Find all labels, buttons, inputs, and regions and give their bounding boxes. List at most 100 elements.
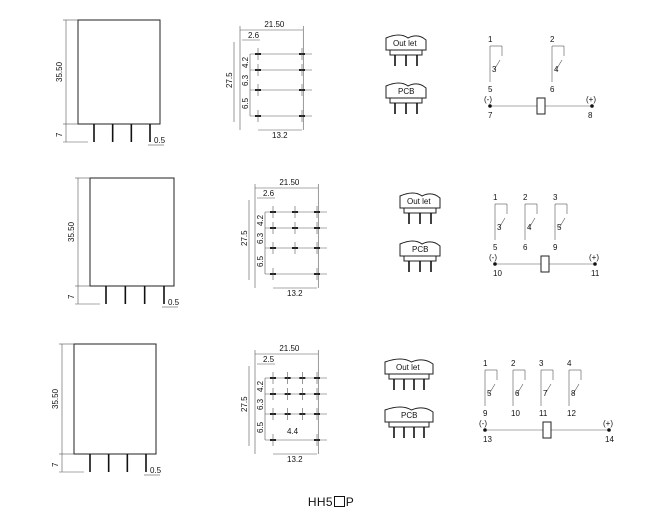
pin-width-text: 0.5 [150, 466, 162, 475]
relay-body [77, 19, 161, 125]
bottom-view: 21.502.54.26.36.527.513.24.4 [240, 344, 327, 464]
contact-blade [488, 383, 496, 395]
coil-symbol [540, 255, 550, 273]
coil-terminal-left: 13 [483, 435, 492, 444]
contact-terminal-top: 2 [550, 35, 555, 44]
height-dim-text: 35.50 [55, 61, 64, 82]
contact-terminal-mid: 5 [557, 223, 562, 232]
contact-terminal-top: 4 [567, 359, 572, 368]
contact-terminal-mid: 4 [527, 223, 532, 232]
contact-terminal-top: 3 [539, 359, 544, 368]
coil-terminal-left: 10 [493, 269, 502, 278]
coil-terminal-dot [593, 262, 597, 266]
contact-set: 135 [488, 35, 503, 94]
coil-plus-label: (+) [589, 253, 599, 262]
coil-terminal-dot [488, 104, 492, 108]
pcb-socket-label: PCB [401, 411, 417, 420]
coil-plus-label: (+) [603, 419, 613, 428]
contact-set: 2 4 6 [523, 193, 538, 252]
contact-terminal-bottom: 9 [553, 243, 558, 252]
spacing-c-text: 6.5 [241, 97, 250, 109]
pitch-center-text: 13.2 [287, 289, 303, 298]
contact-terminal-mid: 4 [554, 65, 559, 74]
outlet-socket-label: Out let [396, 363, 420, 372]
contact-blade [572, 383, 580, 395]
bottom-height-text: 27.5 [240, 396, 249, 412]
contact-terminal-mid: 8 [571, 389, 576, 398]
model-placeholder-box [333, 496, 345, 507]
contact-terminal-top: 2 [523, 193, 528, 202]
coil-symbol [542, 421, 552, 439]
outlet-socket-body [399, 192, 441, 209]
pin-length-text: 7 [55, 132, 64, 137]
pcb-socket-body [399, 240, 441, 257]
outlet-socket-body [385, 34, 427, 51]
pcb-socket-base [389, 97, 423, 104]
spacing-a-text: 4.2 [256, 214, 265, 226]
coil-terminal-right: 14 [605, 435, 614, 444]
outlet-socket-label: Out let [393, 39, 417, 48]
contact-terminal-bottom: 6 [523, 243, 528, 252]
coil-plus-label: (+) [586, 95, 596, 104]
contact-terminal-mid: 7 [543, 389, 548, 398]
outlet-socket-base [388, 373, 430, 380]
contact-terminal-mid: 6 [515, 389, 520, 398]
pin-width-text: 0.5 [154, 136, 166, 145]
relay-body [73, 343, 157, 455]
pin-length-text: 7 [51, 462, 60, 467]
relay-body [89, 177, 175, 287]
contact-terminal-top: 1 [488, 35, 493, 44]
coil-terminal-dot [590, 104, 594, 108]
contact-terminal-bottom: 5 [488, 85, 493, 94]
contact-terminal-bottom: 10 [511, 409, 520, 418]
coil-symbol [536, 97, 546, 115]
pitch-center-text: 13.2 [272, 131, 288, 140]
coil-terminal-left: 7 [488, 111, 493, 120]
width-dim-text: 21.50 [264, 20, 285, 29]
spacing-b-text: 6.3 [256, 398, 265, 410]
contact-blade [558, 217, 566, 229]
pcb-socket-body [385, 82, 427, 99]
extra-spacing-text: 4.4 [287, 427, 299, 436]
contact-blade [498, 217, 506, 229]
pcb-socket-label: PCB [398, 87, 414, 96]
pitch-center-text: 13.2 [287, 455, 303, 464]
spacing-c-text: 6.5 [256, 255, 265, 267]
spacing-b-text: 6.3 [241, 74, 250, 86]
contact-terminal-bottom: 5 [493, 243, 498, 252]
spacing-a-text: 4.2 [256, 380, 265, 392]
outlet-socket-base [403, 207, 437, 214]
contact-set: 246 [550, 35, 565, 94]
bottom-view: 21.502.64.26.36.527.513.2 [240, 178, 327, 298]
contact-set: 1 3 5 [493, 193, 508, 252]
outlet-socket-body [384, 358, 434, 375]
pitch-x-text: 2.6 [263, 189, 275, 198]
contact-blade [555, 59, 563, 71]
contact-set: 3 7 11 [539, 359, 554, 418]
contact-terminal-top: 1 [493, 193, 498, 202]
relay-row-3: 35.5070.521.502.54.26.36.527.513.24.4Out… [51, 343, 614, 476]
contact-terminal-bottom: 11 [539, 409, 548, 418]
spacing-b-text: 6.3 [256, 232, 265, 244]
contact-set: 4 8 12 [567, 359, 582, 418]
coil-minus-label: (-) [479, 419, 487, 428]
coil-terminal-right: 8 [588, 111, 593, 120]
contact-terminal-top: 1 [483, 359, 488, 368]
outlet-socket-base [389, 49, 423, 56]
contact-terminal-top: 2 [511, 359, 516, 368]
width-dim-text: 21.50 [279, 178, 300, 187]
coil-minus-label: (-) [489, 253, 497, 262]
contact-terminal-bottom: 12 [567, 409, 576, 418]
contact-terminal-mid: 3 [497, 223, 502, 232]
bottom-view: 21.502.64.26.36.527.513.2 [225, 20, 312, 140]
